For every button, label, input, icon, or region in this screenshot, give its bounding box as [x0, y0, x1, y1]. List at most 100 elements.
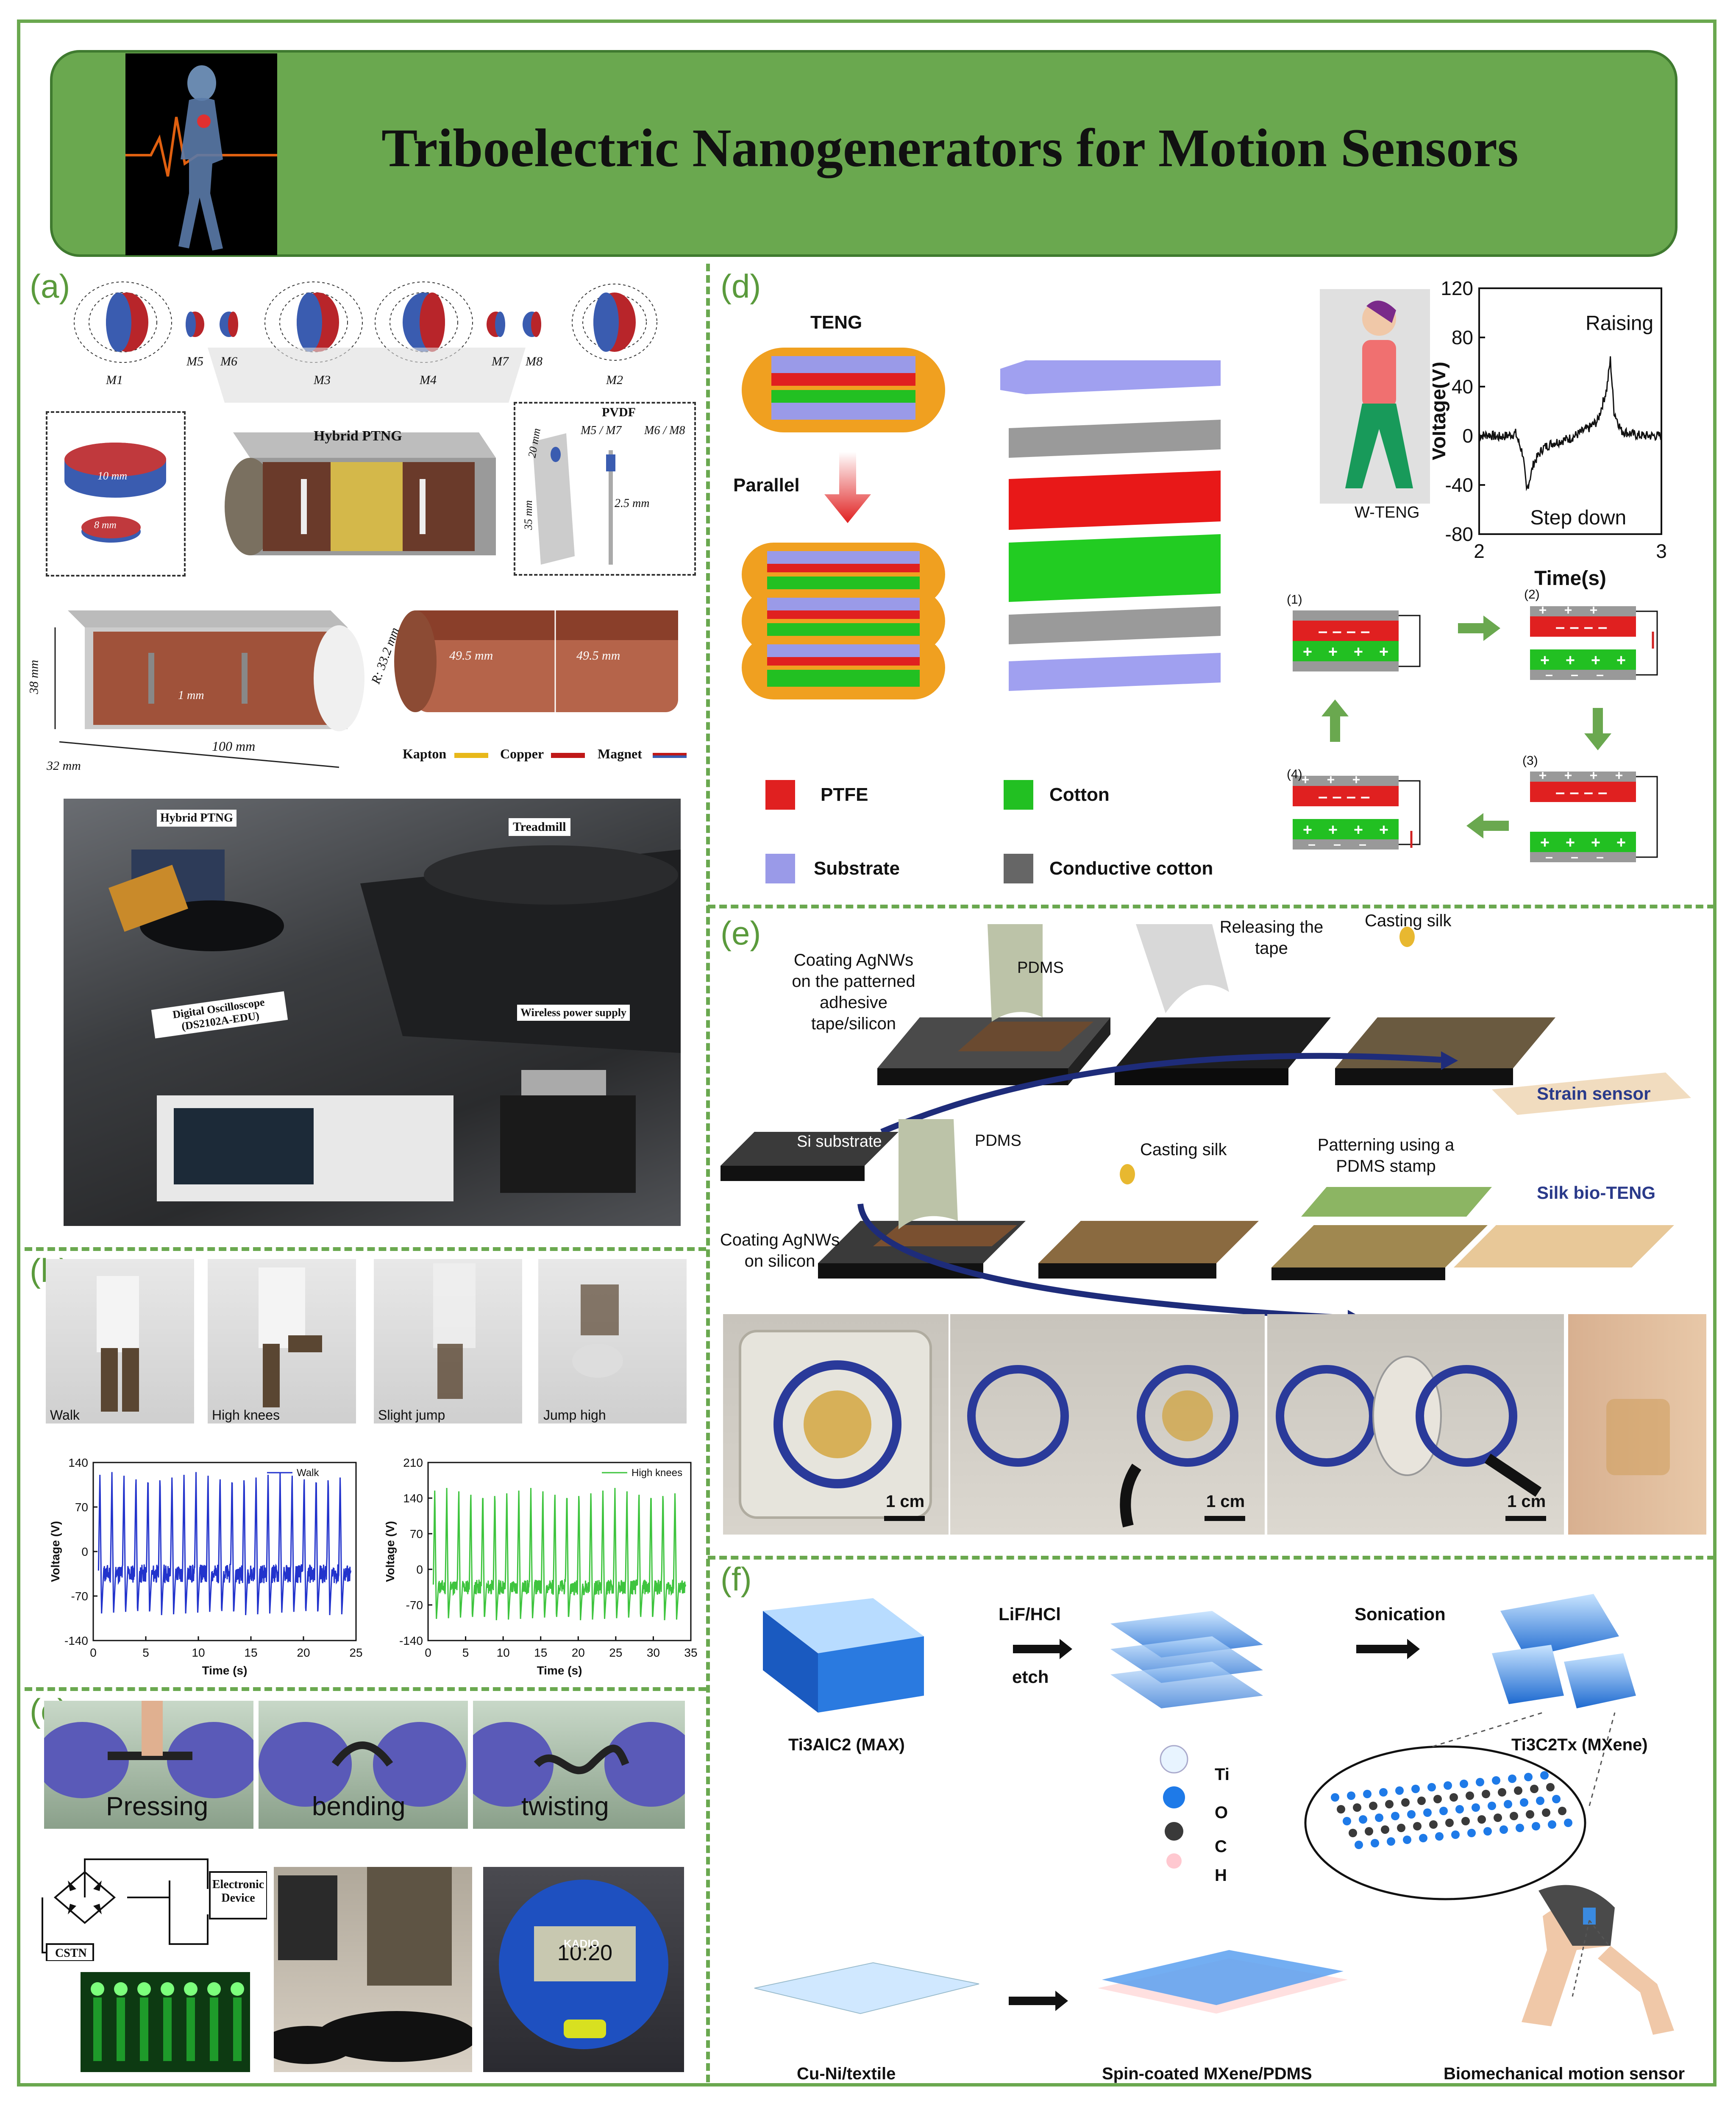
f-cu-ni-textile: Cu-Ni/textile — [797, 2064, 896, 2083]
pvdf-height: 35 mm — [522, 500, 535, 530]
charge: + — [1566, 652, 1575, 669]
charge: + — [1590, 602, 1598, 618]
lattice-atom — [1514, 1786, 1522, 1795]
m6m8-label: M6 / M8 — [644, 424, 685, 437]
x-tick-label: 2 — [1474, 540, 1485, 562]
photo-label-bending: bending — [312, 1792, 406, 1821]
x-tick-label: 25 — [349, 1646, 362, 1659]
photo-bending — [259, 1701, 468, 1829]
lattice-atom — [1460, 1780, 1468, 1788]
f-biomech-sensor: Biomechanical motion sensor — [1444, 2064, 1685, 2083]
walking-shoe-photo — [274, 1867, 472, 2072]
lattice-atom — [1427, 1783, 1436, 1791]
x-tick-label: 10 — [497, 1646, 510, 1659]
photo-label-treadmill: Treadmill — [509, 818, 570, 836]
lattice-atom — [1343, 1817, 1351, 1825]
y-tick-label: 40 — [1452, 376, 1473, 398]
tube-width: 32 mm — [47, 759, 81, 773]
x-tick-label: 0 — [425, 1646, 431, 1659]
ptfe-layer — [1530, 782, 1636, 802]
photo-label-pressing: Pressing — [106, 1792, 209, 1821]
lattice-atom — [1371, 1839, 1379, 1847]
arrow-2-3 — [1584, 708, 1611, 750]
x-tick-label: 3 — [1656, 540, 1667, 562]
runner-illustration — [125, 53, 277, 255]
legend-copper-swatch — [551, 753, 585, 758]
lattice-atom — [1337, 1805, 1345, 1814]
legend-ptfe-swatch — [765, 780, 795, 810]
photo-twisting — [473, 1701, 685, 1829]
photo-label-jump-high: Jump high — [543, 1407, 606, 1423]
photo-label-wireless: Wireless power supply — [517, 1005, 630, 1021]
f-sonication: Sonication — [1355, 1604, 1446, 1624]
lattice-atom — [1477, 1815, 1486, 1824]
pvdf-box — [514, 402, 696, 576]
photo-high-knees — [208, 1259, 356, 1424]
e-patterning: Patterning using a PDMS stamp — [1317, 1136, 1455, 1176]
charge: – – – – — [1555, 618, 1607, 636]
x-tick-label: 10 — [192, 1646, 205, 1659]
mag-big-d: 30 mm — [85, 428, 117, 441]
f-ti3alc2: Ti3AlC2 (MAX) — [788, 1736, 905, 1754]
lattice-atom — [1526, 1810, 1534, 1819]
silk-photo-3 — [1267, 1314, 1564, 1535]
legend-kapton: Kapton — [403, 746, 447, 761]
lattice-atom — [1419, 1834, 1427, 1842]
y-tick-label: 0 — [81, 1545, 88, 1558]
lattice-atom — [1411, 1785, 1420, 1793]
scale-bar-3-line — [1505, 1516, 1546, 1521]
scale-bar-2-line — [1205, 1516, 1245, 1521]
w-teng-label: W-TENG — [1355, 504, 1420, 521]
f-ti3c2tx: Ti3C2Tx (MXene) — [1511, 1736, 1648, 1754]
lattice-atom — [1451, 1830, 1460, 1839]
f-lif-hcl: LiF/HCl — [999, 1604, 1061, 1624]
silk-photo-2 — [950, 1314, 1265, 1535]
voltage-series-walk — [97, 1472, 352, 1616]
lattice-atom — [1498, 1788, 1506, 1797]
lattice-atom — [1552, 1795, 1561, 1803]
charge: + — [1352, 772, 1360, 787]
electrode — [1530, 772, 1636, 782]
lattice-atom — [1387, 1837, 1395, 1846]
e-coating-silicon: Coating AgNWs on silicon — [720, 1231, 840, 1270]
y-tick-label: -70 — [406, 1599, 423, 1612]
panel-f-label: (f) — [721, 1560, 752, 1598]
charge: + — [1540, 652, 1550, 669]
lattice-atom — [1369, 1802, 1377, 1810]
y-tick-label: 140 — [403, 1492, 423, 1505]
lattice-atom — [1355, 1841, 1363, 1849]
lattice-atom — [1467, 1829, 1476, 1837]
mag-small-h: 1 mm — [94, 543, 117, 554]
charge: + — [1379, 643, 1388, 661]
cotton-layer — [1293, 641, 1399, 661]
lattice-atom — [1423, 1808, 1432, 1817]
half-length-left: 49.5 mm — [449, 649, 493, 663]
x-tick-label: 0 — [90, 1646, 97, 1659]
ptfe-layer — [1530, 616, 1636, 637]
lattice-atom — [1508, 1774, 1516, 1783]
magnet-label-m8: M8 — [526, 354, 542, 368]
lattice-atom — [1488, 1802, 1496, 1810]
lattice-atom — [1397, 1824, 1405, 1832]
lattice-atom — [1347, 1791, 1355, 1800]
svg-text:10:20: 10:20 — [557, 1941, 612, 1965]
step-4-label: (4) — [1287, 767, 1302, 781]
charge: + — [1615, 768, 1623, 783]
annotation-step-down: Step down — [1530, 507, 1626, 529]
led-array-photo — [81, 1972, 250, 2072]
lattice-atom — [1403, 1836, 1411, 1844]
lattice-atom — [1413, 1822, 1422, 1830]
legend-cotton: Cotton — [1049, 784, 1110, 805]
magnet-label-m7: M7 — [492, 354, 509, 368]
photo-walk — [46, 1259, 194, 1424]
divider-vertical — [706, 264, 710, 2082]
x-tick-label: 5 — [142, 1646, 149, 1659]
voltage-trace — [1478, 356, 1662, 491]
step-3-label: (3) — [1522, 754, 1538, 768]
page-title: Triboelectric Nanogenerators for Motion … — [381, 118, 1519, 178]
photo-label-high-knees: High knees — [212, 1407, 280, 1423]
atom-label-h: H — [1215, 1866, 1227, 1885]
x-tick-label: 15 — [244, 1646, 257, 1659]
charge: – — [1571, 667, 1578, 682]
